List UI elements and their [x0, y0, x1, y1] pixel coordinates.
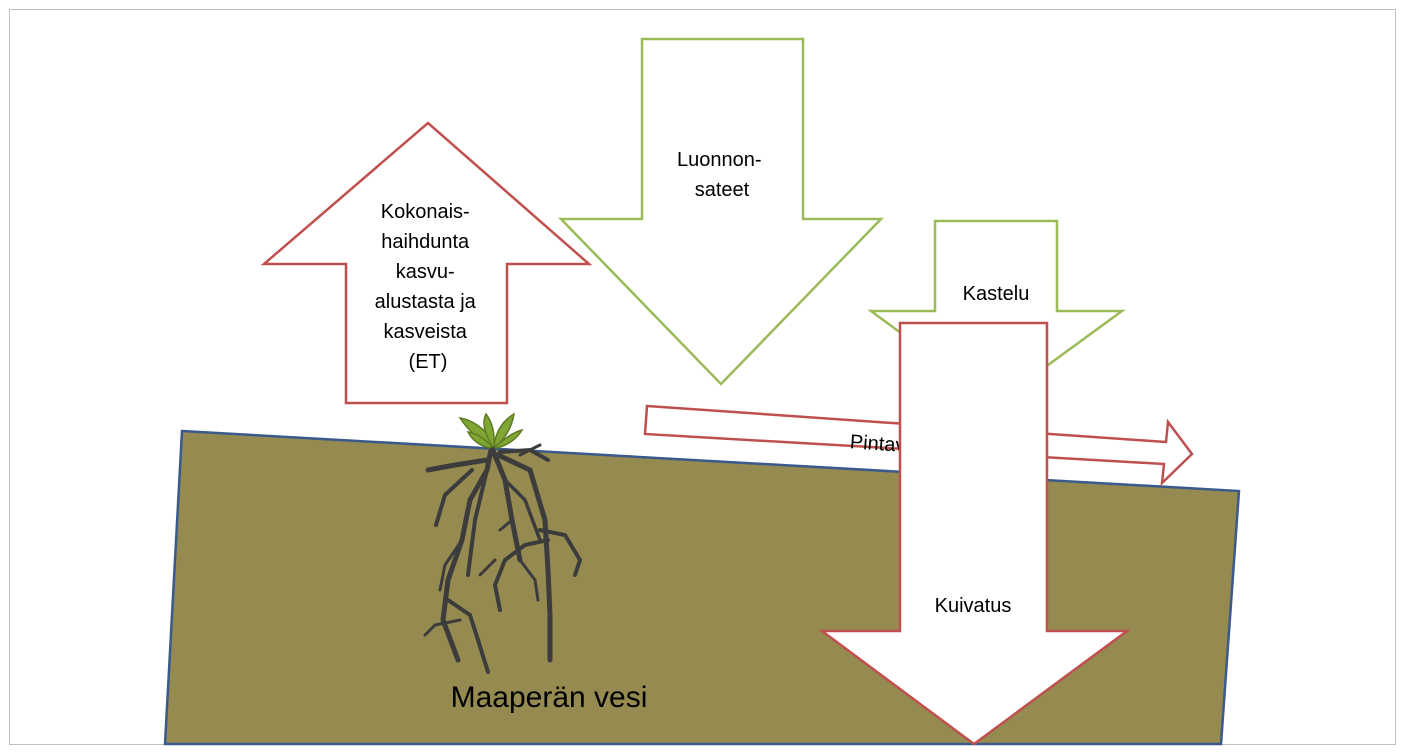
precipitation-arrow — [558, 37, 884, 386]
drainage-label: Kuivatus — [935, 595, 1012, 617]
plant-with-roots-icon — [423, 412, 583, 674]
precipitation-label: Luonnon- sateet — [677, 149, 767, 201]
evapotranspiration-label: Kokonais- haihdunta kasvu- alustasta ja … — [375, 201, 482, 373]
irrigation-arrow — [867, 219, 1126, 405]
soil-water-label: Maaperän vesi — [451, 681, 648, 714]
soil-layer — [163, 429, 1241, 746]
irrigation-label: Kastelu — [963, 283, 1030, 305]
drainage-arrow — [818, 321, 1131, 746]
evapotranspiration-arrow — [260, 121, 593, 405]
